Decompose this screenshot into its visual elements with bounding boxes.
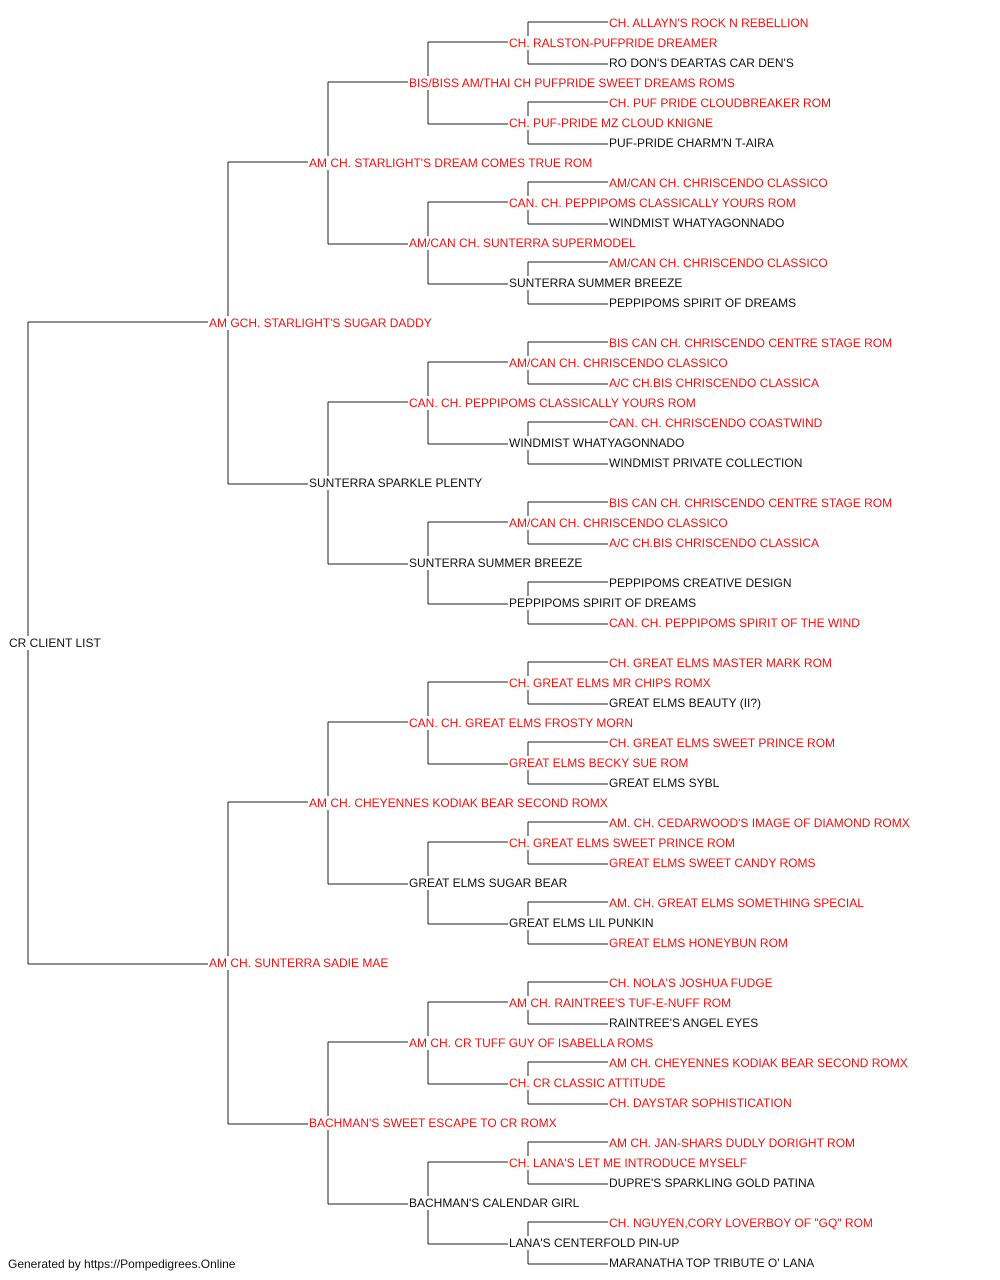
gen4-ancestor-name: CH. LANA'S LET ME INTRODUCE MYSELF [508, 1156, 749, 1170]
gen5-ancestor-name: CH. ALLAYN'S ROCK N REBELLION [608, 16, 810, 30]
gen5-ancestor-name: AM. CH. CEDARWOOD'S IMAGE OF DIAMOND ROM… [608, 816, 911, 830]
great-grandparent-name: AM/CAN CH. SUNTERRA SUPERMODEL [408, 236, 637, 250]
gen5-ancestor-name: CAN. CH. CHRISCENDO COASTWIND [608, 416, 824, 430]
gen5-ancestor-name: BIS CAN CH. CHRISCENDO CENTRE STAGE ROM [608, 336, 894, 350]
gen4-ancestor-name: CH. PUF-PRIDE MZ CLOUD KNIGNE [508, 116, 715, 130]
dam-name: AM CH. SUNTERRA SADIE MAE [208, 956, 390, 970]
gen4-ancestor-name: WINDMIST WHATYAGONNADO [508, 436, 686, 450]
gen4-ancestor-name: CH. GREAT ELMS SWEET PRINCE ROM [508, 836, 737, 850]
gen4-ancestor-name: AM/CAN CH. CHRISCENDO CLASSICO [508, 356, 729, 370]
gen5-ancestor-name: PUF-PRIDE CHARM'N T-AIRA [608, 136, 775, 150]
gen4-ancestor-name: CAN. CH. PEPPIPOMS CLASSICALLY YOURS ROM [508, 196, 797, 210]
gen5-ancestor-name: AM. CH. GREAT ELMS SOMETHING SPECIAL [608, 896, 865, 910]
gen5-ancestor-name: CH. PUF PRIDE CLOUDBREAKER ROM [608, 96, 833, 110]
great-grandparent-name: CAN. CH. GREAT ELMS FROSTY MORN [408, 716, 635, 730]
gen5-ancestor-name: AM/CAN CH. CHRISCENDO CLASSICO [608, 256, 829, 270]
great-grandparent-name: GREAT ELMS SUGAR BEAR [408, 876, 569, 890]
great-grandparent-name: CAN. CH. PEPPIPOMS CLASSICALLY YOURS ROM [408, 396, 697, 410]
gen4-ancestor-name: CH. GREAT ELMS MR CHIPS ROMX [508, 676, 712, 690]
gen5-ancestor-name: CH. GREAT ELMS SWEET PRINCE ROM [608, 736, 837, 750]
gen4-ancestor-name: AM/CAN CH. CHRISCENDO CLASSICO [508, 516, 729, 530]
gen5-ancestor-name: RAINTREE'S ANGEL EYES [608, 1016, 760, 1030]
gen5-ancestor-name: PEPPIPOMS SPIRIT OF DREAMS [608, 296, 798, 310]
gen4-ancestor-name: CH. RALSTON-PUFPRIDE DREAMER [508, 36, 719, 50]
gen5-ancestor-name: CAN. CH. PEPPIPOMS SPIRIT OF THE WIND [608, 616, 861, 630]
great-grandparent-name: BACHMAN'S CALENDAR GIRL [408, 1196, 581, 1210]
gen5-ancestor-name: BIS CAN CH. CHRISCENDO CENTRE STAGE ROM [608, 496, 894, 510]
gen4-ancestor-name: AM CH. RAINTREE'S TUF-E-NUFF ROM [508, 996, 733, 1010]
grandparent-name: BACHMAN'S SWEET ESCAPE TO CR ROMX [308, 1116, 558, 1130]
gen5-ancestor-name: CH. GREAT ELMS MASTER MARK ROM [608, 656, 833, 670]
gen4-ancestor-name: GREAT ELMS LIL PUNKIN [508, 916, 655, 930]
great-grandparent-name: BIS/BISS AM/THAI CH PUFPRIDE SWEET DREAM… [408, 76, 736, 90]
great-grandparent-name: SUNTERRA SUMMER BREEZE [408, 556, 584, 570]
gen5-ancestor-name: GREAT ELMS HONEYBUN ROM [608, 936, 789, 950]
gen5-ancestor-name: CH. NOLA'S JOSHUA FUDGE [608, 976, 774, 990]
gen5-ancestor-name: GREAT ELMS SYBL [608, 776, 721, 790]
grandparent-name: SUNTERRA SPARKLE PLENTY [308, 476, 484, 490]
gen4-ancestor-name: GREAT ELMS BECKY SUE ROM [508, 756, 690, 770]
gen5-ancestor-name: WINDMIST WHATYAGONNADO [608, 216, 786, 230]
gen5-ancestor-name: CH. DAYSTAR SOPHISTICATION [608, 1096, 793, 1110]
gen5-ancestor-name: PEPPIPOMS CREATIVE DESIGN [608, 576, 793, 590]
gen5-ancestor-name: A/C CH.BIS CHRISCENDO CLASSICA [608, 376, 821, 390]
gen5-ancestor-name: GREAT ELMS SWEET CANDY ROMS [608, 856, 817, 870]
grandparent-name: AM CH. STARLIGHT'S DREAM COMES TRUE ROM [308, 156, 594, 170]
gen5-ancestor-name: GREAT ELMS BEAUTY (II?) [608, 696, 763, 710]
gen5-ancestor-name: CH. NGUYEN,CORY LOVERBOY OF "GQ" ROM [608, 1216, 874, 1230]
gen5-ancestor-name: A/C CH.BIS CHRISCENDO CLASSICA [608, 536, 821, 550]
gen4-ancestor-name: CH. CR CLASSIC ATTITUDE [508, 1076, 667, 1090]
gen5-ancestor-name: WINDMIST PRIVATE COLLECTION [608, 456, 804, 470]
gen5-ancestor-name: DUPRE'S SPARKLING GOLD PATINA [608, 1176, 816, 1190]
gen5-ancestor-name: RO DON'S DEARTAS CAR DEN'S [608, 56, 795, 70]
gen5-ancestor-name: AM CH. CHEYENNES KODIAK BEAR SECOND ROMX [608, 1056, 909, 1070]
gen5-ancestor-name: AM CH. JAN-SHARS DUDLY DORIGHT ROM [608, 1136, 857, 1150]
gen5-ancestor-name: AM/CAN CH. CHRISCENDO CLASSICO [608, 176, 829, 190]
root-name: CR CLIENT LIST [8, 636, 102, 650]
gen4-ancestor-name: SUNTERRA SUMMER BREEZE [508, 276, 684, 290]
gen4-ancestor-name: LANA'S CENTERFOLD PIN-UP [508, 1236, 681, 1250]
generator-footer: Generated by https://Pompedigrees.Online [8, 1257, 236, 1271]
sire-name: AM GCH. STARLIGHT'S SUGAR DADDY [208, 316, 433, 330]
great-grandparent-name: AM CH. CR TUFF GUY OF ISABELLA ROMS [408, 1036, 655, 1050]
gen5-ancestor-name: MARANATHA TOP TRIBUTE O' LANA [608, 1256, 816, 1270]
grandparent-name: AM CH. CHEYENNES KODIAK BEAR SECOND ROMX [308, 796, 609, 810]
gen4-ancestor-name: PEPPIPOMS SPIRIT OF DREAMS [508, 596, 698, 610]
